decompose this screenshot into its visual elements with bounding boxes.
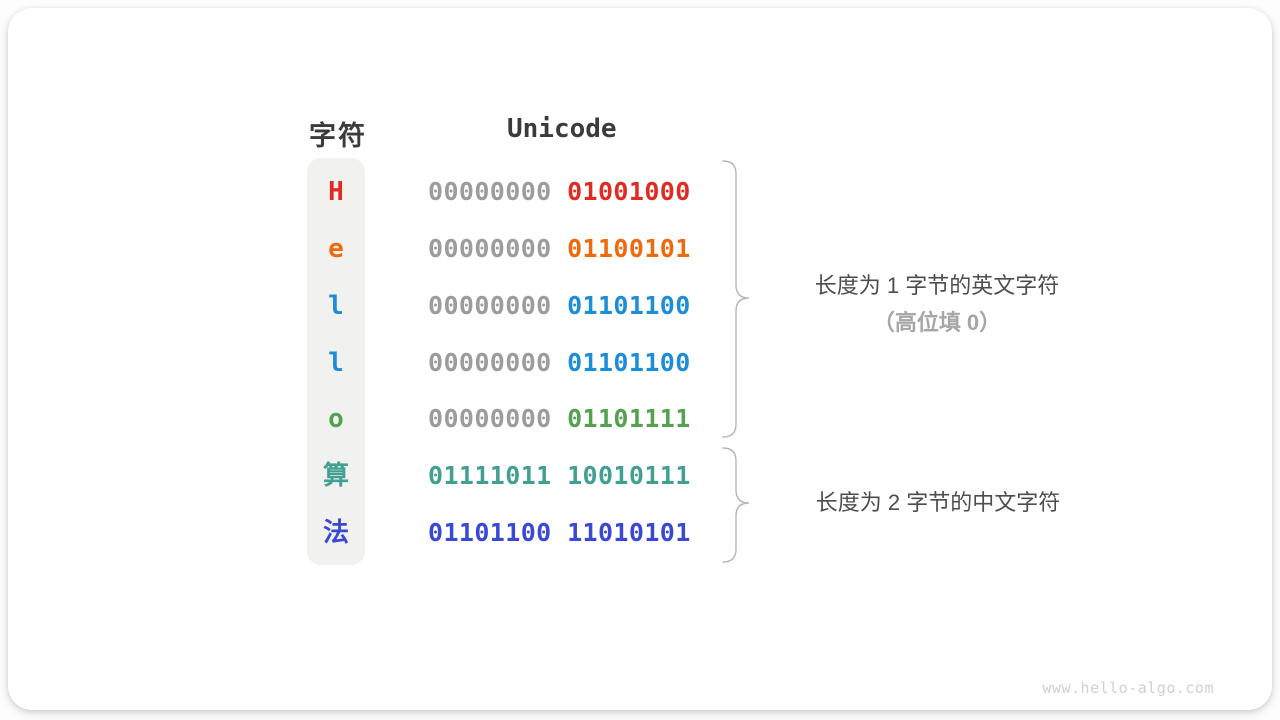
high-byte: 00000000 [428,348,552,377]
character-cell: 算 [322,461,349,491]
high-byte: 00000000 [428,177,552,206]
annotation-chinese-group: 长度为 2 字节的中文字符 [815,490,1061,515]
table-row: l 00000000 01101100 [8,343,768,383]
annotation-english-group: 长度为 1 字节的英文字符 （高位填 0） [782,269,1092,339]
character-cell: e [328,234,344,264]
unicode-binary-cell: 01111011 10010111 [428,456,691,496]
char-column-background [307,158,365,565]
table-row: o 00000000 01101111 [8,399,768,439]
high-byte: 00000000 [428,234,552,263]
character-cell: H [328,177,344,207]
low-byte: 01101100 [567,348,691,377]
high-byte: 00000000 [428,404,552,433]
low-byte: 01101111 [567,404,691,433]
column-header-unicode: Unicode [507,114,617,144]
unicode-binary-cell: 00000000 01101100 [428,286,691,326]
high-byte: 01101100 [428,518,552,547]
table-row: H 00000000 01001000 [8,172,768,212]
high-byte: 00000000 [428,291,552,320]
column-header-char: 字符 [309,121,367,151]
unicode-binary-cell: 01101100 11010101 [428,513,691,553]
low-byte: 11010101 [567,518,691,547]
low-byte: 01001000 [567,177,691,206]
high-byte: 01111011 [428,461,552,490]
figure-card: 字符 Unicode H 00000000 01001000 e 00000000 0… [8,8,1272,710]
unicode-binary-cell: 00000000 01001000 [428,172,691,212]
unicode-binary-cell: 00000000 01100101 [428,229,691,269]
low-byte: 01100101 [567,234,691,263]
annotation-english-line2: （高位填 0） [872,310,1002,335]
annotation-english-line1: 长度为 1 字节的英文字符 [814,273,1060,298]
character-cell: o [328,404,344,434]
low-byte: 10010111 [567,461,691,490]
character-cell: l [328,291,344,321]
unicode-binary-cell: 00000000 01101111 [428,399,691,439]
table-row: 算 01111011 10010111 [8,456,768,496]
unicode-binary-cell: 00000000 01101100 [428,343,691,383]
table-row: e 00000000 01100101 [8,229,768,269]
low-byte: 01101100 [567,291,691,320]
table-row: l 00000000 01101100 [8,286,768,326]
watermark: www.hello-algo.com [1042,679,1214,697]
table-row: 法 01101100 11010101 [8,513,768,553]
character-cell: 法 [322,518,349,548]
character-cell: l [328,348,344,378]
